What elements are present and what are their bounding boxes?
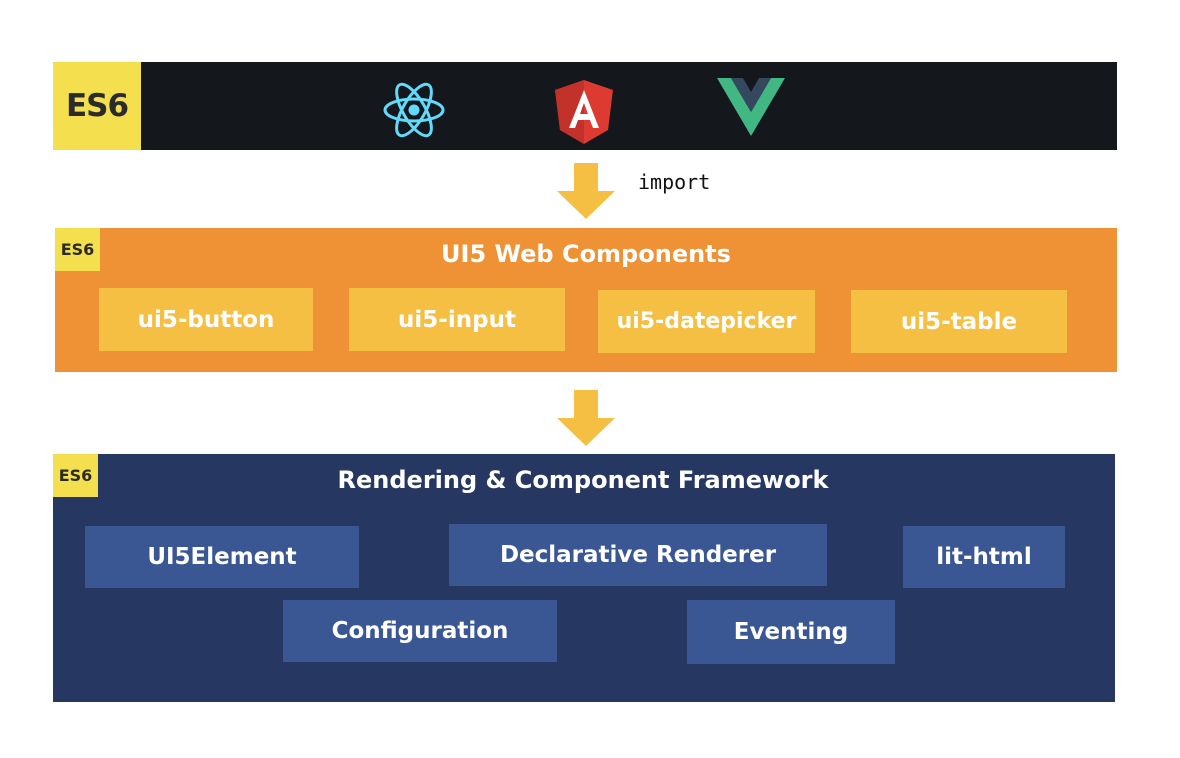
react-icon bbox=[383, 82, 445, 138]
vue-icon bbox=[717, 78, 785, 136]
module-declarative-renderer: Declarative Renderer bbox=[449, 524, 827, 586]
angular-icon bbox=[555, 80, 613, 144]
component-ui5-button: ui5-button bbox=[99, 288, 313, 351]
es6-badge-top: ES6 bbox=[53, 62, 141, 150]
import-label: import bbox=[638, 170, 711, 194]
module-configuration: Configuration bbox=[283, 600, 557, 662]
es6-badge-middle: ES6 bbox=[55, 228, 100, 271]
rendering-framework-title: Rendering & Component Framework bbox=[337, 466, 829, 494]
es6-badge-bottom: ES6 bbox=[53, 454, 98, 497]
ui5-web-components-title: UI5 Web Components bbox=[441, 240, 731, 268]
module-eventing: Eventing bbox=[687, 600, 895, 664]
module-ui5element: UI5Element bbox=[85, 526, 359, 588]
component-ui5-datepicker: ui5-datepicker bbox=[598, 290, 815, 353]
arrow-down-icon bbox=[557, 390, 615, 446]
component-ui5-table: ui5-table bbox=[851, 290, 1067, 353]
arrow-down-icon bbox=[557, 163, 615, 219]
component-ui5-input: ui5-input bbox=[349, 288, 565, 351]
module-lit-html: lit-html bbox=[903, 526, 1065, 588]
